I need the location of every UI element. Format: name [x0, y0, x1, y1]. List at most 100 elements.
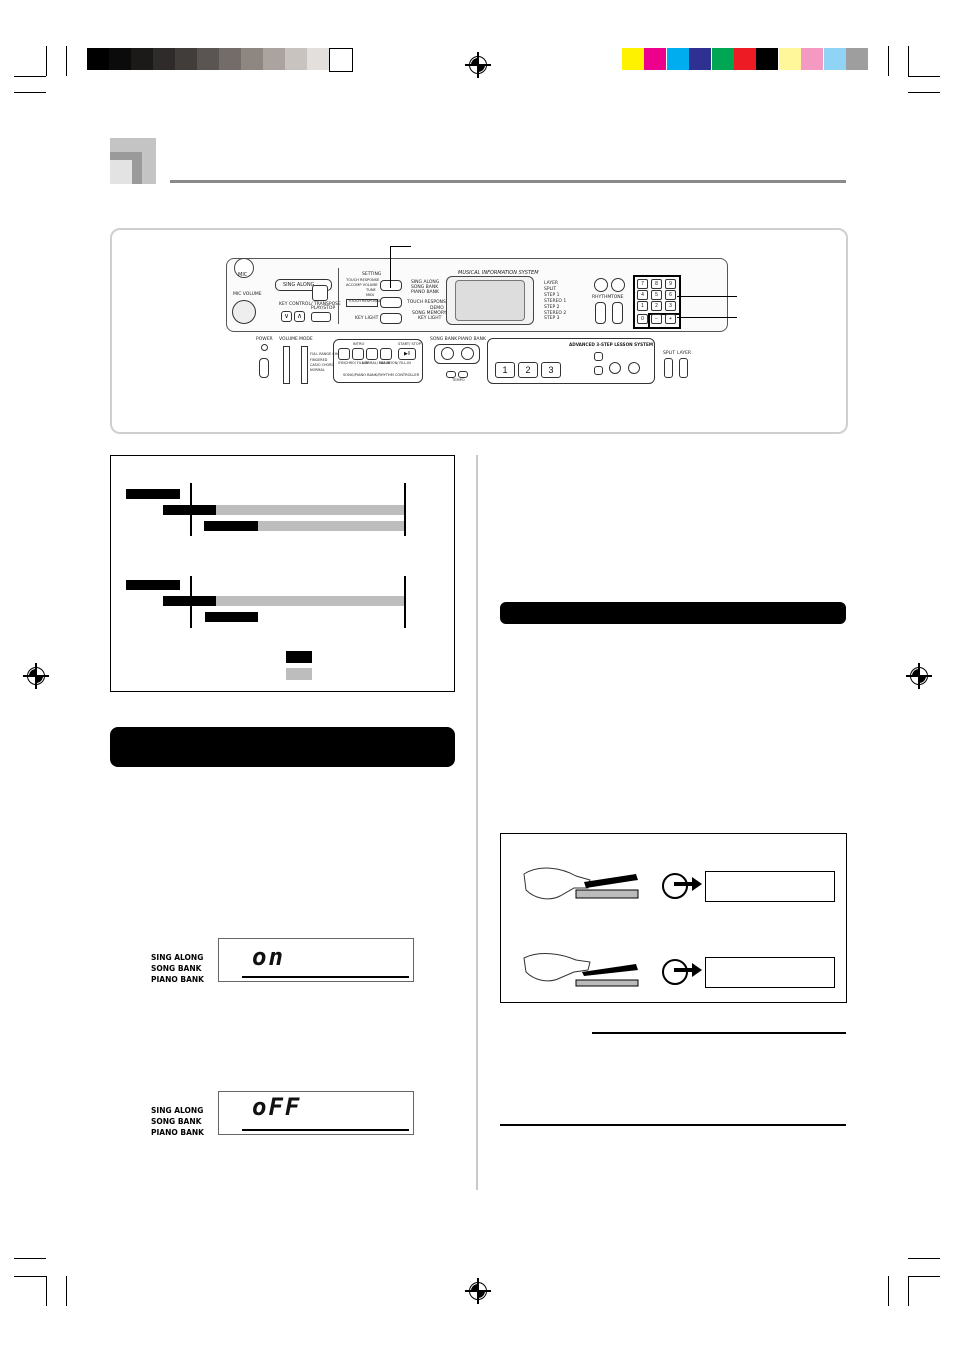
mode-right-indicator: TOUCH RESPONSE: [407, 300, 449, 305]
mic-volume-label: MIC VOLUME: [233, 292, 262, 297]
play-stop-button[interactable]: [311, 312, 331, 322]
process-swatch: [846, 48, 868, 70]
timing-bar: [258, 521, 404, 531]
mode-left-indicator: PIANO BANK: [411, 290, 439, 295]
crop-mark: [908, 76, 940, 78]
numkey[interactable]: 8: [651, 279, 662, 289]
display-title: MUSICAL INFORMATION SYSTEM: [458, 270, 539, 276]
setting-item: TOUCH RESPONSE: [346, 278, 380, 282]
song-control-button[interactable]: [366, 348, 378, 360]
tone-icon-button[interactable]: [611, 278, 625, 292]
mode-option: CASIO CHORD: [310, 363, 335, 367]
volume-slider[interactable]: [283, 346, 290, 384]
tempo-up-button[interactable]: [458, 371, 468, 378]
song-control-label: INTRO: [353, 342, 365, 346]
piano-bank-button[interactable]: [461, 347, 474, 360]
crop-mark: [908, 46, 910, 76]
arrow-head: [692, 963, 702, 977]
rhythm-button[interactable]: [595, 302, 606, 324]
numkey[interactable]: 9: [665, 279, 676, 289]
song-control-label: VARIATION/ FILL-IN: [379, 361, 411, 365]
callout-leader: [677, 296, 737, 298]
timing-bar: [163, 596, 216, 606]
lcd-frame: [218, 1091, 414, 1135]
start-stop-button[interactable]: ▶‖: [398, 348, 416, 360]
sing-along-button[interactable]: [312, 285, 328, 301]
callout-leader: [390, 246, 411, 248]
tone-label: TONE: [611, 295, 624, 300]
registration-mark: [906, 663, 932, 689]
column-divider: [476, 455, 478, 1190]
lesson-indicator: SPLIT: [544, 287, 557, 292]
sing-along-frame: [275, 279, 332, 291]
crop-mark: [14, 1276, 46, 1278]
gray-swatch: [329, 48, 353, 72]
rhythm-icon-button[interactable]: [594, 278, 608, 292]
lesson-step-3-button[interactable]: 3: [541, 362, 561, 378]
lesson-option-button[interactable]: [594, 352, 603, 361]
mode-left-indicator: SONG BANK: [411, 285, 439, 290]
lesson-step-1-button[interactable]: 1: [495, 362, 515, 378]
key-down-button[interactable]: ∨: [281, 311, 292, 322]
layer-button[interactable]: [679, 358, 688, 378]
timing-bar: [126, 489, 180, 499]
split-button[interactable]: [664, 358, 673, 378]
process-swatch: [689, 48, 712, 70]
gray-swatch: [109, 48, 131, 70]
lesson-option-button[interactable]: [594, 366, 603, 375]
arrow-head: [692, 877, 702, 891]
gray-swatch: [219, 48, 241, 70]
numkey[interactable]: 3: [665, 301, 676, 311]
mic-icon: [234, 258, 254, 278]
lesson-indicator: STEP 3: [544, 316, 560, 321]
timing-marker: [404, 576, 406, 628]
timing-bar: [216, 505, 404, 515]
numkey[interactable]: 2: [651, 301, 662, 311]
power-button[interactable]: [259, 358, 269, 378]
tone-button[interactable]: [612, 302, 623, 324]
minus-key[interactable]: −: [651, 314, 662, 324]
process-swatch: [778, 48, 801, 70]
crop-mark: [66, 1276, 68, 1306]
lesson-step-2-button[interactable]: 2: [518, 362, 538, 378]
song-control-button[interactable]: [352, 348, 364, 360]
crop-mark: [66, 46, 68, 76]
piano-bank-label: PIANO BANK: [458, 337, 486, 342]
touch-response-button[interactable]: [380, 297, 402, 308]
numkey[interactable]: 4: [637, 290, 648, 300]
timing-bar: [126, 580, 180, 590]
lesson-hand-button[interactable]: [628, 362, 640, 374]
numkey[interactable]: 6: [665, 290, 676, 300]
lcd-baseline: [242, 1129, 409, 1131]
mode-switch[interactable]: [301, 346, 308, 384]
lcd-frame: [218, 938, 414, 982]
lesson-title: ADVANCED 3-STEP LESSON SYSTEM: [569, 342, 654, 347]
sing-along-label: SING ALONG: [283, 282, 315, 288]
song-control-button[interactable]: [338, 348, 350, 360]
key-light-button[interactable]: [380, 313, 402, 324]
song-control-label: START/ STOP: [398, 342, 421, 346]
song-controls-frame: [333, 339, 423, 383]
numkey[interactable]: 5: [651, 290, 662, 300]
registration-mark: [465, 1278, 491, 1304]
crop-mark: [908, 1276, 910, 1306]
crop-mark: [14, 1258, 46, 1260]
song-bank-button[interactable]: [441, 347, 454, 360]
song-control-label: SYNCHRO/ FILL-IN: [338, 361, 369, 365]
key-up-button[interactable]: ∧: [294, 311, 305, 322]
registration-mark: [23, 663, 49, 689]
process-swatch: [644, 48, 667, 70]
lcd-screen: [455, 280, 525, 321]
legend-swatch-black: [286, 651, 312, 663]
crop-mark: [888, 1276, 890, 1306]
numkey[interactable]: 7: [637, 279, 648, 289]
song-control-button[interactable]: [380, 348, 392, 360]
plus-key[interactable]: +: [665, 314, 676, 324]
mic-volume-knob[interactable]: [232, 300, 256, 324]
arrow-right-icon: [674, 968, 694, 972]
key-control-label: KEY CONTROL/ TRANSPOSE: [279, 302, 341, 307]
numkey[interactable]: 1: [637, 301, 648, 311]
tempo-down-button[interactable]: [446, 371, 456, 378]
numkey[interactable]: 0: [637, 314, 648, 324]
lesson-hand-button[interactable]: [609, 362, 621, 374]
